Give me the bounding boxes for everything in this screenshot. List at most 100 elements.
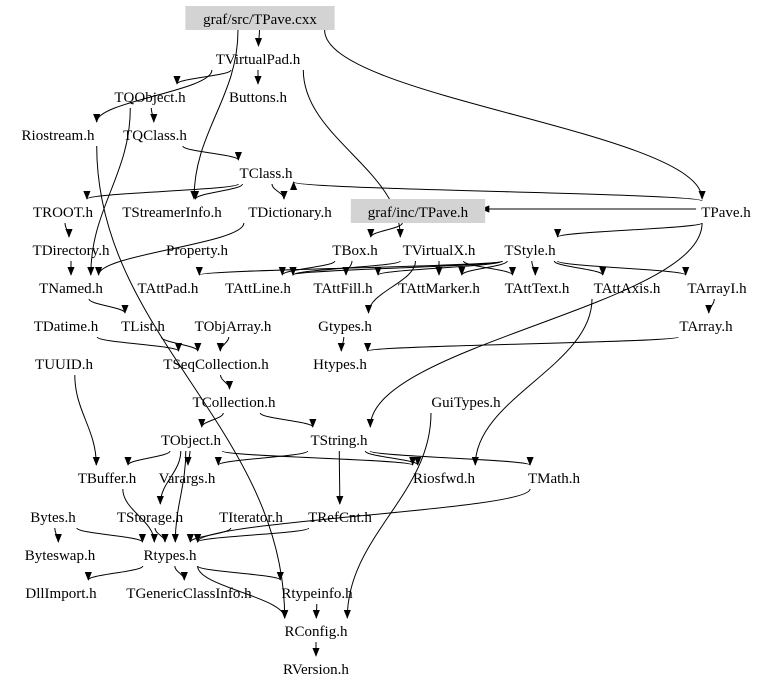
edge-tstyle-to-tattpad	[196, 260, 503, 276]
edge-tpave_h-to-tclass	[290, 181, 703, 202]
node-label: TClass.h	[240, 166, 293, 182]
node-tatttext[interactable]: TAttText.h	[492, 275, 582, 299]
node-tstreamerinfo[interactable]: TStreamerInfo.h	[109, 199, 236, 223]
node-gtypes[interactable]: Gtypes.h	[307, 313, 382, 337]
node-tarray[interactable]: TArray.h	[668, 313, 743, 337]
node-tnamed[interactable]: TNamed.h	[33, 275, 108, 299]
node-label: Bytes.h	[30, 510, 76, 526]
edge-tbuffer-to-rtypes	[122, 488, 158, 543]
node-tpave_cxx[interactable]: graf/src/TPave.cxx	[185, 6, 335, 30]
node-label: TAttFill.h	[313, 281, 373, 297]
edge-tobject-to-riosfwd	[221, 450, 417, 466]
node-buttons[interactable]: Buttons.h	[217, 84, 300, 108]
node-tobjarray[interactable]: TObjArray.h	[184, 313, 281, 337]
node-tattline[interactable]: TAttLine.h	[213, 275, 303, 299]
node-label: graf/src/TPave.cxx	[203, 12, 317, 28]
edge-tqobject-to-tnamed	[87, 107, 131, 276]
node-riosfwd[interactable]: Riosfwd.h	[403, 465, 486, 489]
node-label: Riostream.h	[22, 128, 95, 144]
node-tvirtualpad[interactable]: TVirtualPad.h	[202, 46, 314, 70]
node-tmath[interactable]: TMath.h	[520, 465, 588, 489]
node-tarrayi[interactable]: TArrayI.h	[676, 275, 759, 299]
edge-rtypes-to-tgenericclassinfo	[174, 565, 188, 581]
node-tclass[interactable]: TClass.h	[228, 160, 303, 184]
edge-troot-to-tdirectory	[64, 222, 73, 238]
node-tgenericclassinfo[interactable]: TGenericClassInfo.h	[111, 580, 268, 604]
node-byteswap[interactable]: Byteswap.h	[15, 542, 105, 566]
node-bytes[interactable]: Bytes.h	[19, 504, 87, 528]
edge-tvirtualx-to-tatttext	[463, 260, 517, 276]
node-label: TQClass.h	[123, 128, 187, 144]
node-label: TArrayI.h	[687, 281, 747, 297]
node-tqclass[interactable]: TQClass.h	[114, 122, 197, 146]
node-riostream[interactable]: Riostream.h	[9, 122, 106, 146]
node-label: TAttPad.h	[138, 281, 199, 297]
node-label: TROOT.h	[33, 205, 94, 221]
node-property[interactable]: Property.h	[152, 237, 242, 261]
highlighted-node-box	[350, 199, 486, 223]
edge-tarray-to-htypes	[364, 336, 679, 352]
node-label: TDirectory.h	[33, 243, 110, 259]
node-label: TObjArray.h	[195, 319, 272, 335]
node-tbox[interactable]: TBox.h	[325, 237, 385, 261]
node-varargs[interactable]: Varargs.h	[146, 465, 229, 489]
node-tdictionary[interactable]: TDictionary.h	[234, 199, 346, 223]
edge-tattaxis-to-riosfwd	[471, 298, 593, 466]
node-label: TAttText.h	[505, 281, 570, 297]
node-rtypes[interactable]: Rtypes.h	[132, 542, 207, 566]
node-tbuffer[interactable]: TBuffer.h	[66, 465, 149, 489]
node-tqobject[interactable]: TQObject.h	[105, 84, 195, 108]
node-label: Property.h	[166, 243, 228, 259]
node-label: Htypes.h	[313, 357, 367, 373]
edge-tnamed-to-tlist	[88, 298, 129, 314]
node-label: TUUID.h	[35, 357, 93, 373]
node-tpave_h_inc[interactable]: graf/inc/TPave.h	[350, 199, 486, 223]
edge-rtypes-to-rtypeinfo	[197, 565, 284, 581]
node-rversion[interactable]: RVersion.h	[271, 656, 361, 680]
node-tattaxis[interactable]: TAttAxis.h	[582, 275, 672, 299]
node-guitypes[interactable]: GuiTypes.h	[421, 389, 511, 413]
edge-tcollection-to-tstring	[259, 412, 317, 428]
node-tvirtualx[interactable]: TVirtualX.h	[390, 237, 487, 261]
edge-tseqcollection-to-tcollection	[220, 374, 234, 390]
node-tstorage[interactable]: TStorage.h	[105, 504, 195, 528]
node-label: DllImport.h	[25, 586, 97, 602]
node-label: TAttMarker.h	[398, 281, 480, 297]
node-rtypeinfo[interactable]: Rtypeinfo.h	[268, 580, 365, 604]
edge-tcollection-to-tobject	[198, 412, 224, 428]
node-tstyle[interactable]: TStyle.h	[492, 237, 567, 261]
node-label: TMath.h	[528, 471, 581, 487]
node-tseqcollection[interactable]: TSeqCollection.h	[149, 351, 283, 375]
node-tpave_h[interactable]: TPave.h	[692, 199, 760, 223]
node-troot[interactable]: TROOT.h	[29, 199, 97, 223]
node-tcollection[interactable]: TCollection.h	[178, 389, 290, 413]
edge-tobject-to-rtypes	[171, 450, 187, 543]
node-tattfill[interactable]: TAttFill.h	[298, 275, 388, 299]
edge-tclass-to-tdictionary	[271, 183, 288, 200]
node-label: Riosfwd.h	[413, 471, 476, 487]
edge-tstring-to-tmath	[369, 450, 534, 466]
node-label: Rtypes.h	[144, 548, 197, 564]
node-tuuid[interactable]: TUUID.h	[30, 351, 98, 375]
node-label: TList.h	[121, 319, 165, 335]
node-label: TRefCnt.h	[308, 510, 372, 526]
node-dllimport[interactable]: DllImport.h	[12, 580, 109, 604]
node-tdatime[interactable]: TDatime.h	[25, 313, 108, 337]
node-tlist[interactable]: TList.h	[109, 313, 177, 337]
node-trefcnt[interactable]: TRefCnt.h	[299, 504, 382, 528]
node-tdirectory[interactable]: TDirectory.h	[19, 237, 124, 261]
node-tstring[interactable]: TString.h	[298, 427, 381, 451]
node-htypes[interactable]: Htypes.h	[302, 351, 377, 375]
node-tattmarker[interactable]: TAttMarker.h	[387, 275, 492, 299]
edge-tqclass-to-tclass	[182, 145, 242, 161]
edge-rtypes-to-dllimport	[84, 565, 144, 581]
node-tobject[interactable]: TObject.h	[150, 427, 233, 451]
node-label: TStorage.h	[117, 510, 184, 526]
edge-tobjarray-to-tseqcollection	[216, 336, 230, 352]
node-titerator[interactable]: TIterator.h	[202, 504, 299, 528]
node-tattpad[interactable]: TAttPad.h	[127, 275, 210, 299]
node-rconfig[interactable]: RConfig.h	[275, 618, 358, 642]
edge-tarrayi-to-tarray	[705, 298, 715, 314]
node-label: TBuffer.h	[78, 471, 137, 487]
